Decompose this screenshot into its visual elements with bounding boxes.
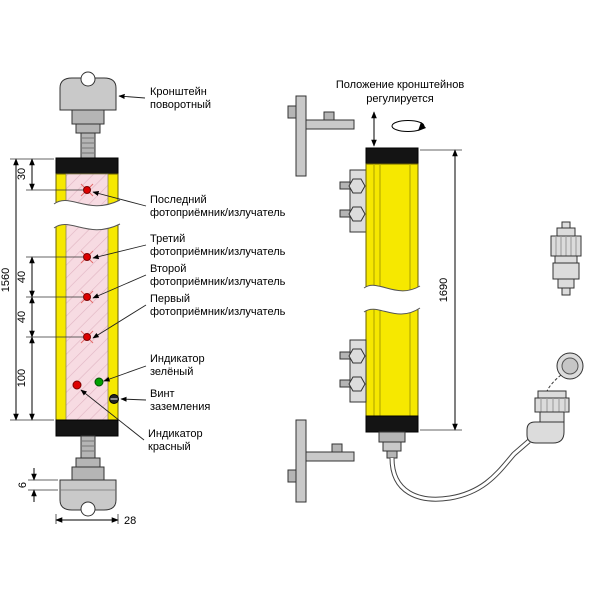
front-callouts: Кронштейн поворотный Последний фотоприём… (80, 86, 286, 453)
note-line2: регулируется (366, 93, 434, 105)
receiver-last-line2: фотоприёмник/излучатель (150, 207, 286, 219)
receiver-third-line1: Третий (150, 233, 185, 245)
emitter-dot-first (80, 330, 94, 344)
top-swivel-bracket (59, 71, 117, 159)
bracket-label-line2: поворотный (150, 99, 211, 111)
front-view: 30 1560 40 40 100 6 28 Кронштейн поворот… (0, 71, 286, 527)
red-indicator-led (72, 380, 82, 390)
bottom-end-cap-side (365, 415, 419, 433)
dim-1560-label: 1560 (0, 268, 12, 292)
light-curtain-side-body (363, 147, 421, 433)
hex-nut (348, 206, 366, 222)
stud-threads (81, 440, 95, 452)
bottom-swivel-bracket (59, 435, 117, 517)
receiver-first-line2: фотоприёмник/излучатель (150, 306, 286, 318)
dim-40b-label: 40 (16, 311, 28, 323)
light-curtain-front-body (53, 157, 121, 437)
side-view: Положение кронштейнов регулируется (287, 79, 531, 503)
receiver-second-line2: фотоприёмник/излучатель (150, 276, 286, 288)
hex-nut (348, 178, 366, 194)
hex-nut (348, 376, 366, 392)
top-end-cap (55, 157, 119, 175)
dim-28-label: 28 (124, 515, 136, 527)
front-dimensions: 30 1560 40 40 100 6 28 (0, 158, 136, 527)
knurl-lines (555, 236, 577, 256)
cable (389, 439, 531, 502)
green-indicator-led (94, 377, 104, 387)
stud-threads (81, 137, 95, 154)
red-indicator-label-line1: Индикатор (148, 428, 203, 440)
bottom-end-cap (55, 419, 119, 437)
knurl-lines (540, 398, 566, 412)
adjustment-note: Положение кронштейнов регулируется (336, 79, 465, 147)
note-line1: Положение кронштейнов (336, 79, 465, 91)
ground-screw (109, 394, 119, 404)
dim-30-label: 30 (16, 168, 28, 180)
connector-straight (550, 221, 582, 296)
dim-6-label: 6 (17, 482, 29, 488)
break-band-front (53, 199, 121, 231)
elbow-body (526, 421, 565, 444)
break-band-side (363, 284, 421, 315)
ground-screw-label-line1: Винт (150, 388, 175, 400)
receiver-last-line1: Последний (150, 194, 207, 206)
red-indicator-label-line2: красный (148, 441, 191, 453)
green-indicator-label-line1: Индикатор (150, 353, 205, 365)
dim-40a-label: 40 (16, 271, 28, 283)
dim-1690-label: 1690 (438, 278, 450, 302)
emitter-dot-last (80, 183, 94, 197)
bottom-l-bracket (287, 339, 367, 503)
receiver-second-line1: Второй (150, 263, 186, 275)
cable-gland (378, 431, 406, 459)
bracket-slot (80, 71, 96, 87)
cap-tether (546, 374, 562, 392)
hex-nut (348, 348, 366, 364)
bracket-label-line1: Кронштейн (150, 86, 207, 98)
receiver-third-line2: фотоприёмник/излучатель (150, 246, 286, 258)
receiver-first-line1: Первый (150, 293, 190, 305)
top-l-bracket (287, 95, 367, 233)
rotation-arrowhead (418, 122, 426, 131)
ground-screw-label-line2: заземления (150, 401, 210, 413)
side-dimension-1690: 1690 (420, 149, 462, 431)
dim-100-label: 100 (16, 369, 28, 387)
bracket-slot (80, 501, 96, 517)
green-indicator-label-line2: зелёный (150, 366, 193, 378)
connector-angled-with-cap (526, 352, 584, 444)
top-end-cap-side (365, 147, 419, 165)
